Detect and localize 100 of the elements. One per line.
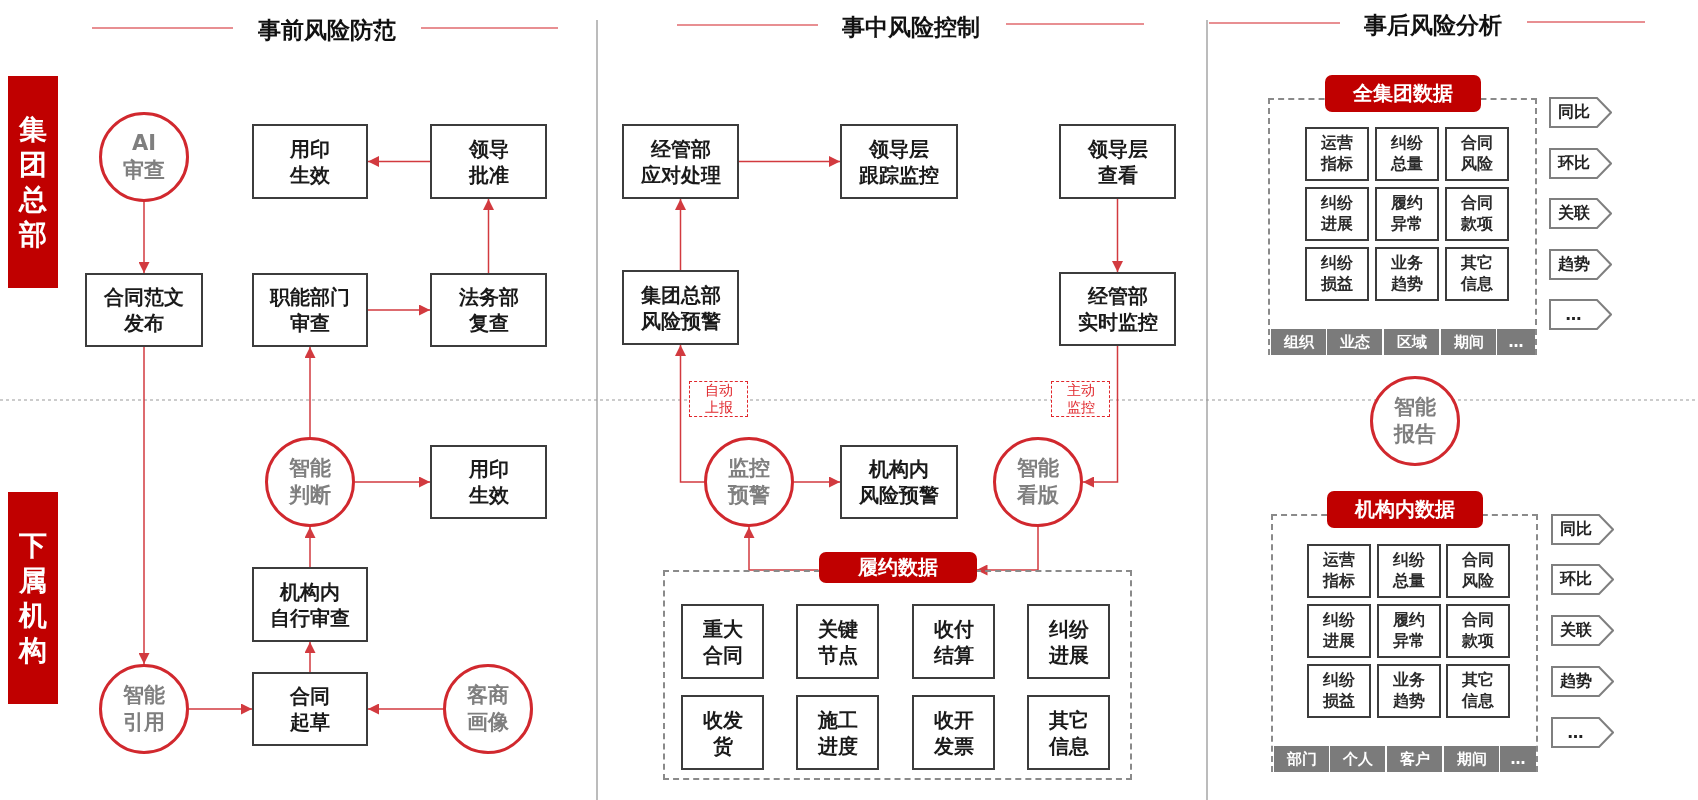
data-item-label: 运营指标 (1323, 550, 1355, 592)
process-box (1059, 124, 1176, 199)
dimension-tab (1274, 746, 1329, 772)
data-item-box (912, 695, 995, 770)
group-heading: 履约数据 (818, 552, 977, 583)
process-label: 领导层跟踪监控 (859, 135, 939, 188)
dimension-tab (1444, 746, 1499, 772)
analysis-label: 同比 (1557, 102, 1590, 123)
data-item-label: 纠纷总量 (1391, 133, 1423, 175)
process-box (840, 124, 958, 199)
process-box (1059, 272, 1176, 346)
data-item-label: 合同款项 (1461, 193, 1493, 235)
function-label: 监控预警 (728, 454, 770, 509)
data-item-label: 业务趋势 (1391, 253, 1423, 295)
data-item-label: 合同风险 (1461, 133, 1493, 175)
analysis-label: 趋势 (1557, 254, 1590, 275)
data-item-box (1305, 247, 1369, 301)
pointer-tag (1551, 514, 1614, 545)
process-label: 机构内自行审查 (270, 578, 350, 631)
pointer-tag (1549, 97, 1612, 128)
section-heading: 事前风险防范 (258, 15, 396, 45)
data-item-box (1446, 544, 1510, 598)
data-item-box (1375, 247, 1439, 301)
process-box (840, 445, 958, 519)
dimension-tab (1327, 329, 1382, 355)
data-item-label: 履约异常 (1393, 610, 1425, 652)
data-item-label: 其它信息 (1461, 253, 1493, 295)
connector-arrow (138, 201, 150, 274)
data-item-box (1445, 187, 1509, 241)
process-label: 机构内风险预警 (859, 456, 939, 508)
process-box (85, 273, 203, 347)
analysis-label: 关联 (1559, 620, 1592, 641)
data-item-label: 收开发票 (933, 706, 974, 759)
data-item-box (1446, 664, 1510, 718)
process-label: 合同起草 (290, 683, 330, 735)
data-item-label: 业务趋势 (1393, 670, 1425, 712)
connector-arrow (367, 703, 444, 715)
pointer-tag (1549, 148, 1612, 179)
pointer-tag (1551, 717, 1614, 748)
row-header-band (8, 492, 58, 704)
dimension-label: 区域 (1396, 332, 1427, 352)
data-item-box (681, 604, 764, 679)
analysis-label: 关联 (1557, 203, 1590, 224)
process-label: 集团总部风险预警 (640, 281, 721, 334)
connector-arrow (1112, 198, 1123, 273)
data-item-box (1027, 695, 1110, 770)
process-box (430, 273, 547, 347)
data-item-box (1307, 664, 1371, 718)
connector-arrow (793, 476, 841, 488)
function-label: 智能报告 (1394, 393, 1436, 448)
analysis-label: … (1567, 723, 1584, 742)
data-item-label: 关键节点 (817, 615, 858, 668)
connector-arrow (675, 198, 686, 271)
pointer-tag (1549, 299, 1612, 330)
process-box (430, 124, 547, 199)
pointer-tag (1549, 198, 1612, 229)
data-item-label: 其它信息 (1462, 670, 1494, 712)
data-item-label: 履约异常 (1391, 193, 1423, 235)
connector-arrow (304, 526, 316, 568)
data-item-box (796, 695, 879, 770)
dimension-label: 部门 (1286, 749, 1317, 769)
connector-arrow (975, 526, 1039, 576)
process-box (252, 273, 368, 347)
process-box (252, 672, 368, 746)
connector-arrow (304, 641, 316, 673)
row-header-label: 下属机构 (19, 528, 47, 668)
dimension-label: 个人 (1342, 749, 1373, 769)
connector-arrow (483, 198, 494, 274)
data-item-box (912, 604, 995, 679)
connector-arrow (188, 703, 253, 715)
group-heading: 机构内数据 (1326, 491, 1483, 528)
connector-arrow (304, 346, 316, 438)
process-label: 经管部实时监控 (1077, 283, 1158, 335)
function-label: 智能判断 (289, 454, 331, 509)
data-item-label: 纠纷进展 (1321, 193, 1353, 235)
data-item-box (1305, 187, 1369, 241)
data-item-box (1307, 544, 1371, 598)
data-item-box (1027, 604, 1110, 679)
data-item-box (1377, 544, 1441, 598)
data-item-label: 纠纷损益 (1323, 670, 1355, 712)
dimension-tab (1441, 329, 1496, 355)
data-item-label: 纠纷总量 (1393, 550, 1425, 592)
section-heading: 事中风险控制 (842, 12, 980, 42)
dimension-label: … (1508, 333, 1524, 351)
process-label: 职能部门审查 (270, 284, 350, 336)
process-label: 法务部复查 (458, 284, 519, 336)
dimension-label: 业态 (1339, 332, 1370, 352)
data-item-label: 纠纷损益 (1321, 253, 1353, 295)
data-item-box (1445, 247, 1509, 301)
section-heading: 事后风险分析 (1364, 10, 1502, 40)
process-label: 合同范文发布 (104, 284, 184, 336)
data-item-box (1307, 604, 1371, 658)
dimension-label: 期间 (1456, 749, 1487, 769)
data-item-label: 纠纷进展 (1048, 615, 1089, 668)
dimension-tab (1500, 746, 1536, 772)
process-label: 用印生效 (290, 135, 330, 188)
connector-arrow (743, 526, 820, 571)
process-box (622, 270, 739, 345)
group-heading: 全集团数据 (1324, 75, 1481, 112)
connector-arrow (367, 304, 431, 316)
